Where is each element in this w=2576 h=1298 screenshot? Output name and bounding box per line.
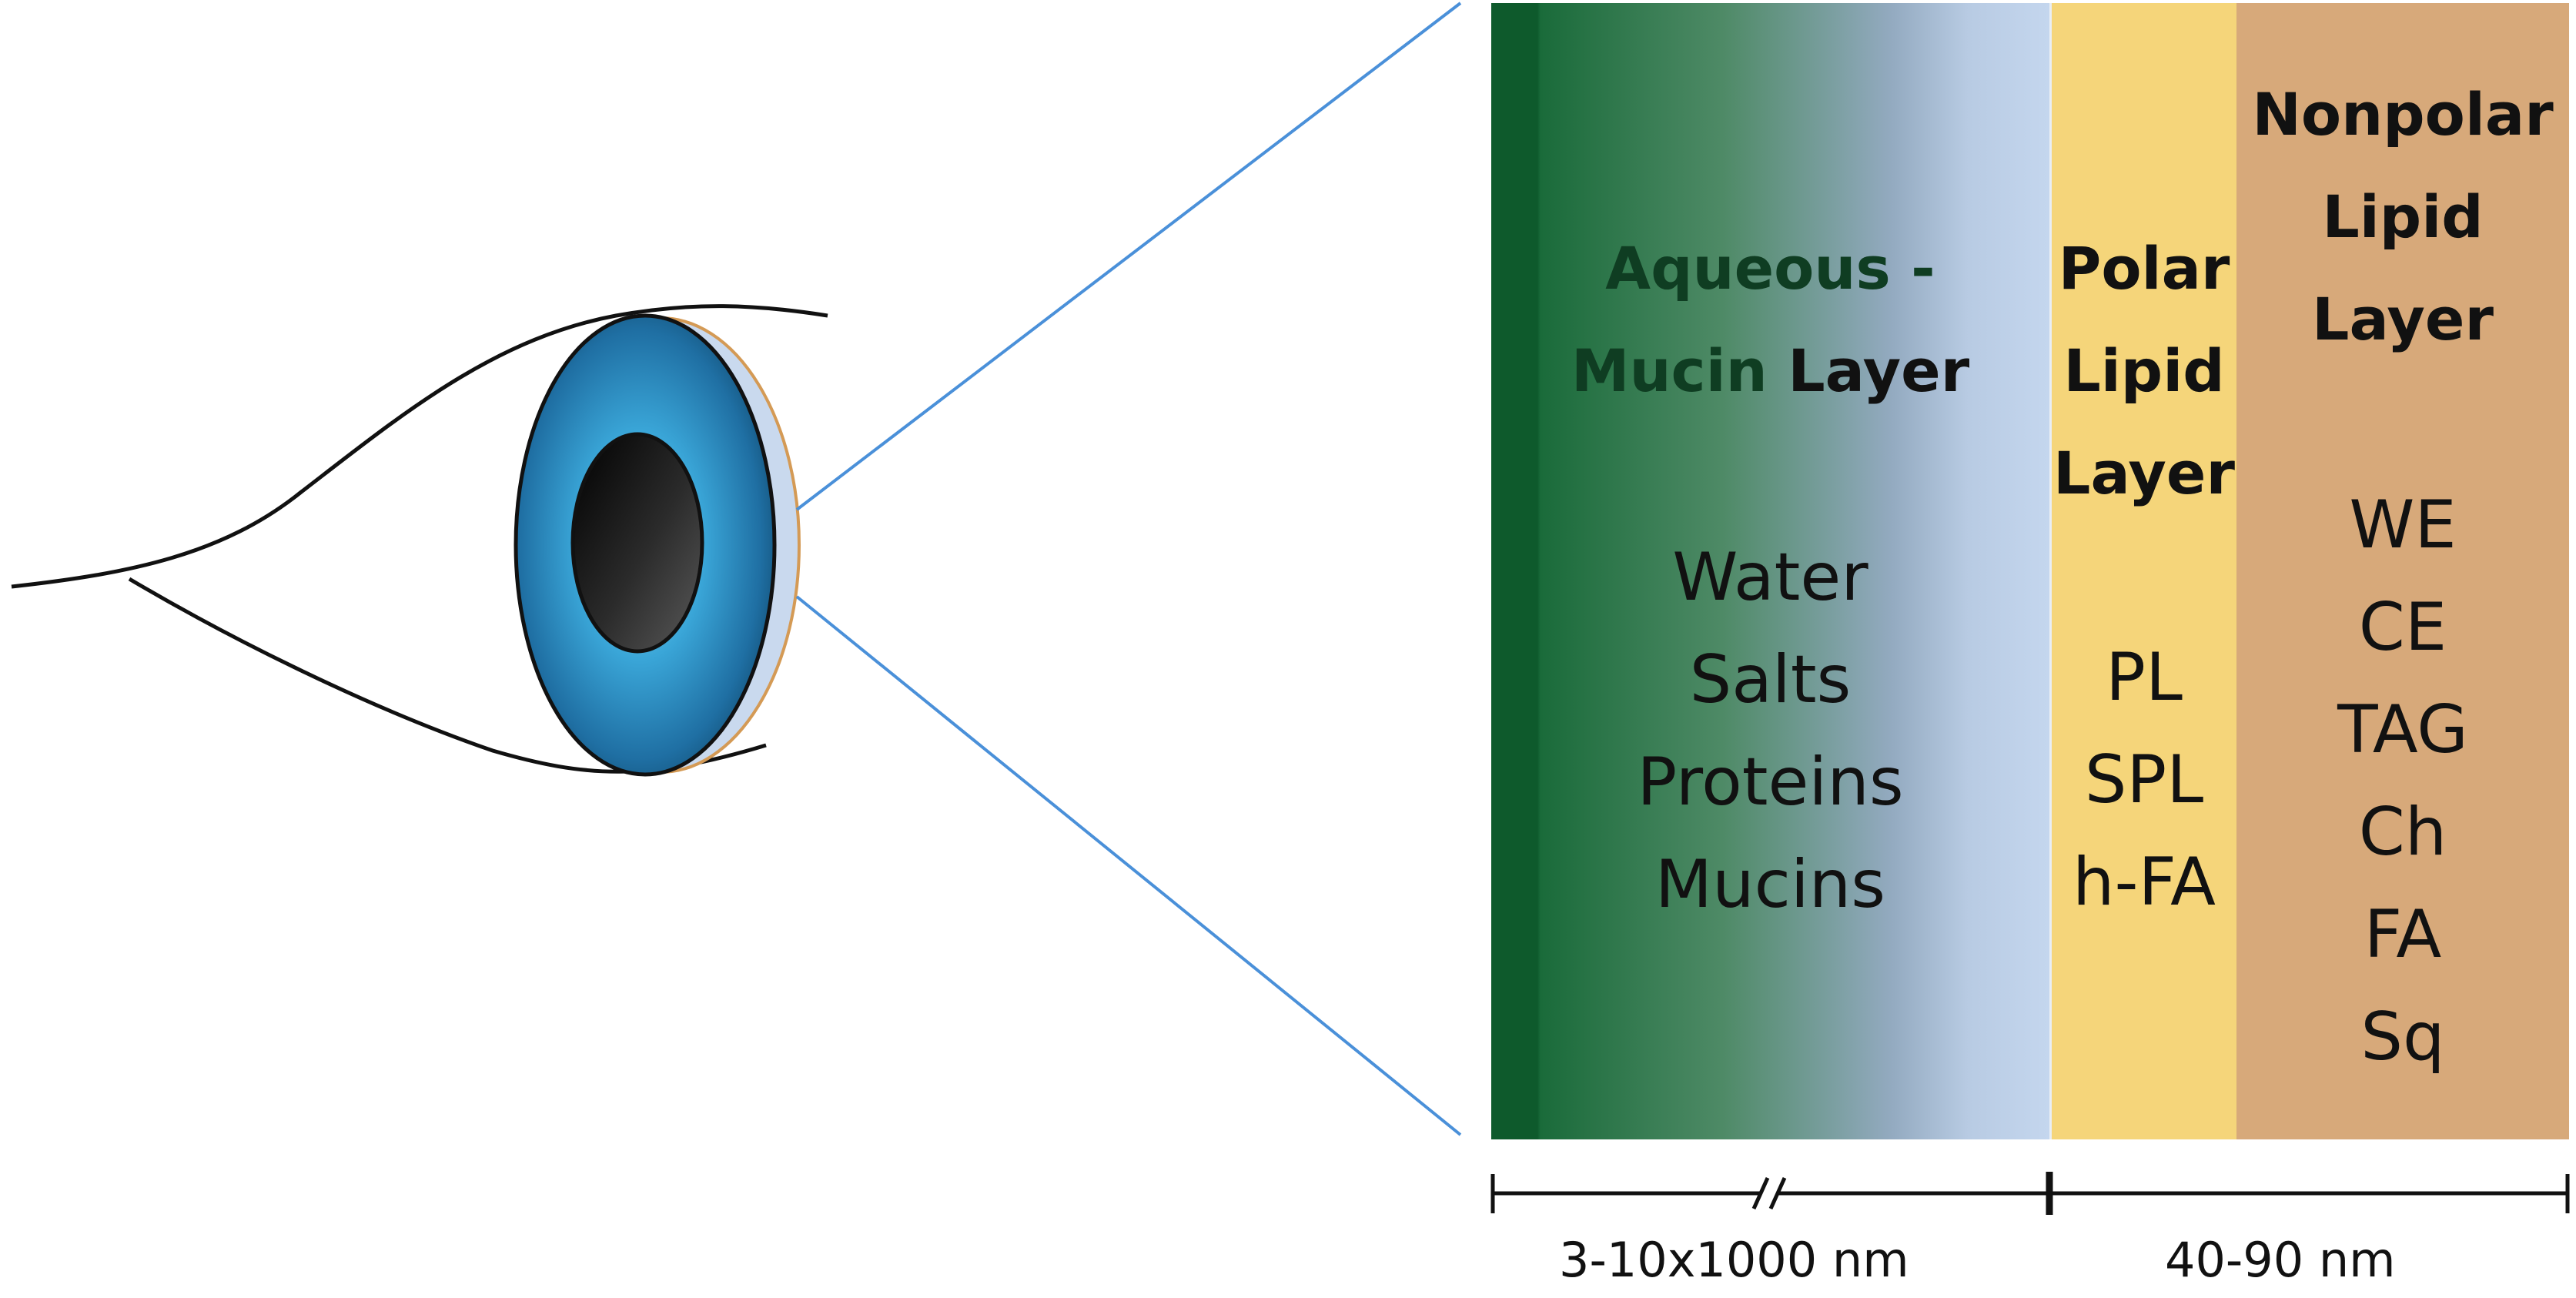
component-h-fa: h-FA <box>2073 844 2216 921</box>
scale-break-mark <box>1751 1176 1770 1210</box>
component-mucins: Mucins <box>1654 846 1886 923</box>
polar-title-line: Layer <box>2053 439 2235 507</box>
zoom-line-top <box>795 2 1462 511</box>
component-sq: Sq <box>2360 999 2445 1076</box>
eye-illustration <box>11 2 1462 1136</box>
scale-break-mark <box>1768 1176 1787 1210</box>
component-we: WE <box>2349 487 2457 564</box>
aqueous-title-word: Aqueous - <box>1605 234 1935 303</box>
polar-lipid-layer: Polar Lipid Layer PL SPL h-FA <box>2049 3 2236 1139</box>
nonpolar-title-line: Lipid <box>2322 182 2484 251</box>
zoom-line-bottom <box>795 595 1462 1136</box>
nonpolar-lipid-title: Nonpolar Lipid Layer <box>2236 63 2569 370</box>
component-ch: Ch <box>2358 794 2447 871</box>
pupil <box>570 432 704 654</box>
component-ce: CE <box>2358 589 2447 666</box>
aqueous-mucin-layer: Aqueous - Mucin Layer Water Salts Protei… <box>1491 3 2049 1139</box>
component-spl: SPL <box>2084 741 2204 818</box>
nonpolar-components-list: WE CE TAG Ch FA Sq <box>2236 474 2569 1089</box>
nonpolar-title-line: Nonpolar <box>2252 80 2554 149</box>
aqueous-mucin-title: Aqueous - Mucin Layer <box>1491 217 2049 422</box>
scale-break-gap <box>1761 1186 1778 1201</box>
nonpolar-lipid-layer: Nonpolar Lipid Layer WE CE TAG Ch FA Sq <box>2236 3 2569 1139</box>
polar-components-list: PL SPL h-FA <box>2052 627 2236 934</box>
nonpolar-title-line: Layer <box>2312 285 2494 353</box>
polar-title-line: Polar <box>2058 234 2230 303</box>
polar-title-line: Lipid <box>2063 336 2225 405</box>
scale-label-aqueous-thickness: 3-10x1000 nm <box>1559 1232 1909 1288</box>
polar-lipid-title: Polar Lipid Layer <box>2052 217 2236 524</box>
scale-label-lipid-thickness: 40-90 nm <box>2165 1232 2396 1288</box>
aqueous-components-list: Water Salts Proteins Mucins <box>1491 527 2049 936</box>
upper-eyelid <box>11 304 828 589</box>
component-water: Water <box>1672 539 1868 616</box>
component-tag: TAG <box>2337 691 2468 768</box>
mucin-title-word: Mucin <box>1571 336 1768 405</box>
component-salts: Salts <box>1689 641 1852 718</box>
component-fa: FA <box>2364 896 2442 973</box>
layer-title-word: Layer <box>1788 336 1970 405</box>
component-proteins: Proteins <box>1637 744 1904 821</box>
component-pl: PL <box>2106 639 2183 716</box>
